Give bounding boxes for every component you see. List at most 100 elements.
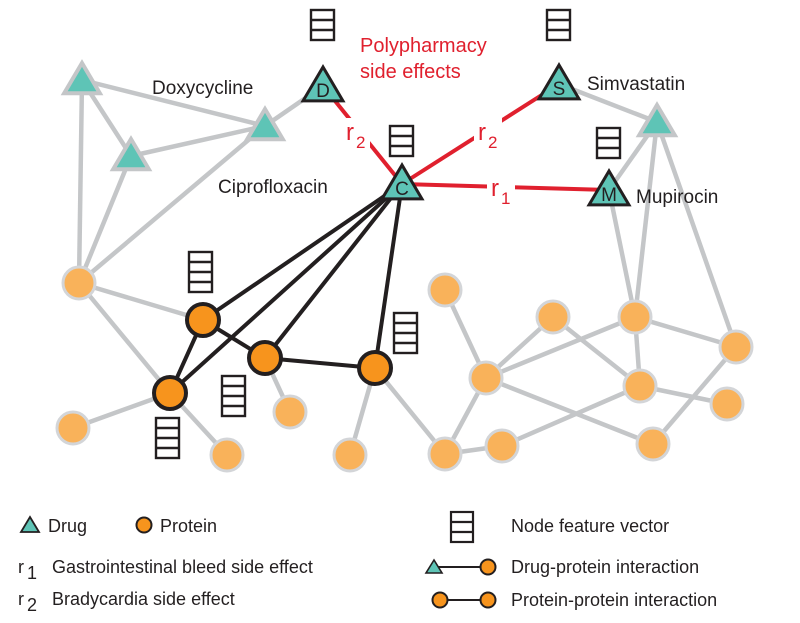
legend-r2-symbol: r	[18, 589, 24, 609]
protein-node	[468, 360, 504, 396]
highlight-edge-C-P4	[373, 183, 404, 369]
drug-node-unlabeled	[60, 59, 104, 96]
drug-node-ciprofloxacin	[379, 162, 425, 201]
protein-node-highlighted	[185, 302, 221, 338]
legend-protein: Protein	[135, 516, 217, 536]
drug-node-unlabeled	[635, 101, 679, 138]
highlighted-edges	[168, 182, 404, 395]
legend-r1: r 1 Gastrointestinal bleed side effect	[18, 557, 313, 583]
protein-node	[55, 410, 91, 446]
side-effect-label-r2: r	[346, 119, 354, 146]
legend-feature-vector: Node feature vector	[449, 510, 669, 544]
legend-r2: r 2 Bradycardia side effect	[18, 589, 235, 615]
protein-node	[427, 272, 463, 308]
drug-protein-edge-icon	[424, 558, 497, 576]
drug-node-simvastatin	[536, 62, 582, 101]
title-line-1: Polypharmacy	[360, 35, 487, 57]
drug-letter-s: S	[553, 79, 566, 100]
side-effect-label-sub: 2	[488, 133, 497, 152]
faded-edge-L8-L15	[485, 375, 654, 447]
legend-feature-vector-label: Node feature vector	[511, 516, 669, 536]
side-effect-label-r2: r	[478, 119, 486, 146]
faded-edge-T3-L1	[77, 124, 267, 285]
feature-vector-icon	[309, 8, 336, 42]
faded-edge-L10-L11	[634, 314, 737, 350]
feature-vector-icon	[595, 126, 622, 160]
protein-node	[427, 436, 463, 472]
feature-vector-icon	[545, 8, 572, 42]
protein-node	[709, 386, 745, 422]
feature-vector-icon	[388, 124, 415, 158]
drug-letter-c: C	[395, 179, 409, 200]
protein-node	[272, 394, 308, 430]
legend-r1-label: Gastrointestinal bleed side effect	[52, 557, 313, 577]
protein-node-highlighted	[247, 340, 283, 376]
faded-edge-L12-L14	[501, 383, 641, 449]
feature-vectors	[154, 8, 622, 460]
side-effect-label-bg	[487, 174, 515, 208]
protein-node	[535, 299, 571, 335]
highlight-edge-C-P1	[201, 182, 404, 322]
faded-edge-L8-L10	[485, 314, 636, 381]
drug-triangle-icon	[19, 515, 41, 533]
legend-protein-protein-label: Protein-protein interaction	[511, 590, 717, 610]
side-effect-label-sub: 2	[356, 133, 365, 152]
faded-edge-T4-L11	[654, 121, 739, 348]
feature-vector-icon	[449, 510, 475, 544]
drug-letter-m: M	[601, 185, 617, 206]
legend: Drug Protein r 1 Gastrointestinal bleed …	[18, 510, 717, 615]
drug-node-unlabeled	[243, 105, 287, 142]
protein-node	[61, 265, 97, 301]
feature-vector-icon	[187, 250, 214, 294]
legend-drug-protein: Drug-protein interaction	[424, 557, 699, 577]
drug-label-ciprofloxacin: Ciprofloxacin	[218, 177, 328, 198]
legend-drug-label: Drug	[48, 516, 87, 536]
protein-circle-icon	[135, 516, 153, 534]
faded-edge-L1-P3	[77, 281, 172, 395]
drug-label-mupirocin: Mupirocin	[636, 187, 718, 208]
legend-r1-sub: 1	[27, 563, 37, 583]
faded-edge-T1-T3	[81, 77, 266, 129]
highlight-edge-C-P2	[263, 182, 404, 360]
side-effect-label-bg	[474, 118, 502, 152]
faded-edge-L11-L15	[651, 345, 738, 446]
protein-protein-edge-icon	[431, 591, 497, 609]
legend-protein-protein: Protein-protein interaction	[431, 590, 717, 610]
protein-node	[209, 437, 245, 473]
protein-node-highlighted	[152, 375, 188, 411]
protein-node	[617, 299, 653, 335]
drug-node-unlabeled	[109, 135, 153, 172]
legend-drug-protein-label: Drug-protein interaction	[511, 557, 699, 577]
highlight-edge-C-P3	[168, 182, 404, 395]
side-effect-label-r1: r	[491, 175, 499, 202]
protein-node	[484, 428, 520, 464]
faded-edge-L9-L12	[551, 315, 642, 388]
protein-node-highlighted	[357, 350, 393, 386]
faded-edge-T4-L10	[632, 121, 660, 318]
legend-r1-symbol: r	[18, 557, 24, 577]
drug-letter-d: D	[316, 81, 330, 102]
feature-vector-icon	[220, 374, 247, 418]
legend-protein-label: Protein	[160, 516, 217, 536]
faded-edge-M-L10	[606, 189, 638, 318]
title-line-2: side effects	[360, 61, 461, 83]
faded-edge-L1-P1	[78, 280, 204, 323]
faded-edge-T2-L1	[76, 155, 134, 284]
protein-node	[622, 368, 658, 404]
highlight-edge-P2-P4	[264, 356, 376, 370]
legend-r2-label: Bradycardia side effect	[52, 589, 235, 609]
faded-edge-T2-T3	[130, 123, 266, 159]
side-effect-label-sub: 1	[501, 189, 510, 208]
feature-vector-icon	[154, 416, 181, 460]
nodes: D S C M	[55, 59, 754, 473]
faded-edge-P4-L7	[373, 366, 447, 456]
protein-node	[332, 437, 368, 473]
protein-node	[635, 426, 671, 462]
drug-node-mupirocin	[586, 168, 632, 207]
drug-node-doxycycline	[300, 64, 346, 103]
legend-r2-sub: 2	[27, 595, 37, 615]
legend-drug: Drug	[19, 515, 87, 536]
